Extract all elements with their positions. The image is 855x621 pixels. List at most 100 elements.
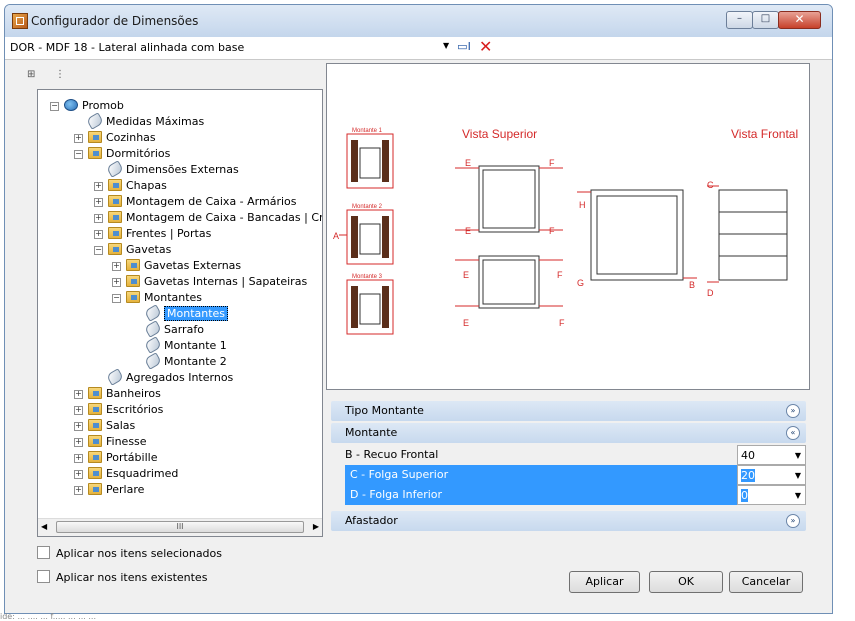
tree-node-label[interactable]: Salas [106,419,136,432]
tree-node[interactable]: + Frentes | Portas [94,226,212,242]
tree-node[interactable]: + Portábille [74,450,158,466]
expand-node-icon[interactable]: + [94,213,103,223]
tree-node-label[interactable]: Montantes [164,306,229,321]
expand-node-icon[interactable]: + [74,437,83,447]
edit-icon[interactable]: ▭I [457,40,471,53]
tree-node[interactable]: − Dormitórios [74,146,171,162]
tree-node[interactable]: Dimensões Externas [105,160,239,178]
tree-node[interactable]: Agregados Internos [105,368,234,386]
expand-node-icon[interactable]: + [112,261,121,271]
apply-existing-checkbox[interactable]: Aplicar nos itens existentes [37,570,207,586]
checkbox-box[interactable] [37,546,50,559]
tree-node-label[interactable]: Montagem de Caixa - Bancadas | Criados [126,211,322,224]
tree-node[interactable]: + Esquadrimed [74,466,179,482]
tree-node-label[interactable]: Banheiros [106,387,161,400]
close-button[interactable]: ✕ [778,11,821,29]
tree-node-label[interactable]: Gavetas [126,243,172,256]
tree-node[interactable]: + Perlare [74,482,145,498]
tree-node-label[interactable]: Finesse [106,435,147,448]
expand-chevron-icon[interactable]: » [786,514,800,528]
expand-chevron-icon[interactable]: » [786,404,800,418]
section-tipo-montante[interactable]: Tipo Montante » [331,401,806,421]
collapse-all-icon[interactable]: ⋮ [55,69,65,80]
tree-node-label[interactable]: Agregados Internos [126,371,234,384]
prop-value-dropdown[interactable]: 20 ▼ [737,465,806,485]
tree-node[interactable]: − Promob [50,98,124,114]
chevron-down-icon[interactable]: ▼ [794,451,801,460]
tree-node[interactable]: + Montagem de Caixa - Bancadas | Criados [94,210,322,226]
expand-node-icon[interactable]: + [74,453,83,463]
prop-value-dropdown[interactable]: 40 ▼ [737,445,806,465]
tree-node-label[interactable]: Montante 2 [164,355,227,368]
chevron-down-icon[interactable]: ▼ [794,471,801,480]
tree-node[interactable]: +Chapas [94,178,167,194]
tree-node[interactable]: + Cozinhas [74,130,156,146]
title-bar[interactable]: Configurador de Dimensões – □ ✕ [5,5,832,37]
tree-node[interactable]: +Salas [74,418,136,434]
apply-selected-checkbox[interactable]: Aplicar nos itens selecionados [37,546,222,562]
tree-node[interactable]: Montante 1 [143,336,227,354]
tree-node[interactable]: Montante 2 [143,352,227,370]
tree-node-label[interactable]: Perlare [106,483,145,496]
scroll-right-icon[interactable]: ▶ [312,522,319,531]
section-afastador[interactable]: Afastador » [331,511,806,531]
collapse-node-icon[interactable]: − [94,245,103,255]
tree-node[interactable]: Medidas Máximas [85,112,205,130]
prop-recuo-frontal[interactable]: B - Recuo Frontal 40▼ [331,445,806,465]
tree-node-label[interactable]: Frentes | Portas [126,227,212,240]
expand-node-icon[interactable]: + [74,405,83,415]
tree-node[interactable]: + Banheiros [74,386,161,402]
chevron-down-icon[interactable]: ▼ [443,41,450,50]
prop-value[interactable]: 20 [741,469,755,482]
prop-folga-inferior[interactable]: D - Folga Inferior 0▼ [331,485,806,505]
tree-node[interactable]: Sarrafo [143,320,204,338]
scroll-thumb[interactable]: III [56,521,304,533]
tree-node-label[interactable]: Promob [82,99,124,112]
collapse-node-icon[interactable]: − [50,101,59,111]
collapse-node-icon[interactable]: − [112,293,121,303]
tree-node-label[interactable]: Gavetas Internas | Sapateiras [144,275,308,288]
tree-node-label[interactable]: Esquadrimed [106,467,179,480]
section-montante[interactable]: Montante « [331,423,806,443]
tree-node-label[interactable]: Escritórios [106,403,164,416]
expand-node-icon[interactable]: + [94,181,103,191]
collapse-node-icon[interactable]: − [74,149,83,159]
collapse-chevron-icon[interactable]: « [786,426,800,440]
item-combobox[interactable]: DOR - MDF 18 - Lateral alinhada com base [10,41,245,54]
tree-node[interactable]: + Finesse [74,434,147,450]
apply-button[interactable]: Aplicar [569,571,640,593]
cancel-button[interactable]: Cancelar [729,571,803,593]
delete-icon[interactable]: ✕ [479,37,493,56]
expand-node-icon[interactable]: + [74,133,83,143]
tree-node-label[interactable]: Medidas Máximas [106,115,205,128]
tree-node-label[interactable]: Dormitórios [106,147,171,160]
tree-node[interactable]: + Escritórios [74,402,164,418]
tree-node-label[interactable]: Montagem de Caixa - Armários [126,195,297,208]
tree-node-label[interactable]: Montantes [144,291,203,304]
tree-node-label[interactable]: Cozinhas [106,131,156,144]
maximize-button[interactable]: □ [752,11,779,29]
chevron-down-icon[interactable]: ▼ [794,491,801,500]
tree-node-label[interactable]: Gavetas Externas [144,259,242,272]
tree-node-label[interactable]: Dimensões Externas [126,163,239,176]
tree-node[interactable]: − Montantes [112,290,203,306]
prop-folga-superior[interactable]: C - Folga Superior 20▼ [331,465,806,485]
prop-value-dropdown[interactable]: 0▼ [737,485,806,505]
tree-node-label[interactable]: Portábille [106,451,158,464]
expand-node-icon[interactable]: + [74,389,83,399]
expand-all-icon[interactable]: ⊞ [27,69,36,80]
tree-node[interactable]: + Gavetas Externas [112,258,242,274]
tree-node-label[interactable]: Sarrafo [164,323,204,336]
scroll-left-icon[interactable]: ◀ [41,522,48,531]
prop-value[interactable]: 0 [741,489,748,502]
expand-node-icon[interactable]: + [74,485,83,495]
tree-node[interactable]: +Montagem de Caixa - Armários [94,194,297,210]
prop-value[interactable]: 40 [741,449,755,462]
expand-node-icon[interactable]: + [74,469,83,479]
tree-node[interactable]: Montantes [143,304,229,322]
tree-node-label[interactable]: Montante 1 [164,339,227,352]
minimize-button[interactable]: – [726,11,753,29]
expand-node-icon[interactable]: + [94,229,103,239]
checkbox-box[interactable] [37,570,50,583]
